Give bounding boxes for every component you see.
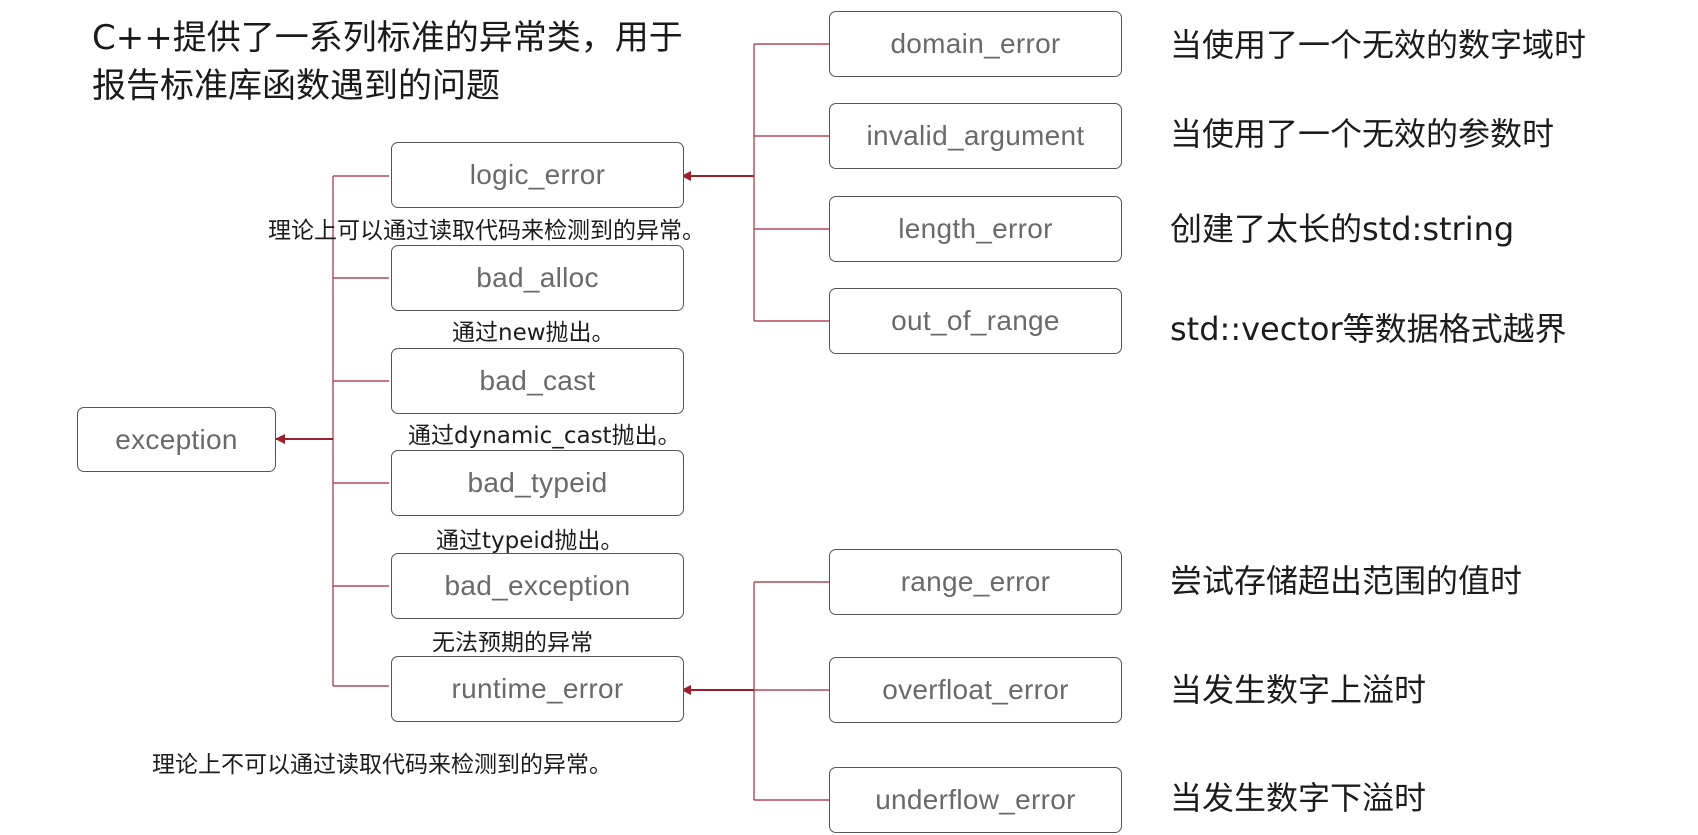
title-line-1: C++提供了一系列标准的异常类，用于 <box>92 18 683 58</box>
length-error-label: length_error <box>898 213 1053 244</box>
bad-alloc-label: bad_alloc <box>476 262 599 293</box>
bad-exception-label: bad_exception <box>444 570 631 601</box>
bad-exception-box: bad_exception <box>391 553 684 619</box>
range-error-label: range_error <box>900 566 1051 597</box>
overfloat-error-box: overfloat_error <box>829 657 1122 723</box>
logic-error-label: logic_error <box>469 159 606 190</box>
page-title: C++提供了一系列标准的异常类，用于 报告标准库函数遇到的问题 <box>92 14 683 110</box>
out-of-range-desc: std::vector等数据格式越界 <box>1170 310 1567 348</box>
runtime-error-box: runtime_error <box>391 656 684 722</box>
invalid-argument-label: invalid_argument <box>866 120 1085 151</box>
bad-cast-label: bad_cast <box>479 365 596 396</box>
length-error-desc: 创建了太长的std:string <box>1170 210 1515 248</box>
underflow-error-box: underflow_error <box>829 767 1122 833</box>
invalid-argument-box: invalid_argument <box>829 103 1122 169</box>
exception-label: exception <box>115 423 238 455</box>
bad-exception-note: 无法预期的异常 <box>432 630 593 656</box>
bad-typeid-box: bad_typeid <box>391 450 684 516</box>
domain-error-box: domain_error <box>829 11 1122 77</box>
domain-error-desc: 当使用了一个无效的数字域时 <box>1170 26 1587 64</box>
invalid-argument-desc: 当使用了一个无效的参数时 <box>1170 115 1555 153</box>
underflow-error-label: underflow_error <box>875 784 1076 815</box>
range-error-desc: 尝试存储超出范围的值时 <box>1170 562 1523 600</box>
out-of-range-box: out_of_range <box>829 288 1122 354</box>
out-of-range-label: out_of_range <box>891 305 1060 336</box>
domain-error-label: domain_error <box>890 28 1061 59</box>
title-line-2: 报告标准库函数遇到的问题 <box>92 66 500 106</box>
runtime-error-note: 理论上不可以通过读取代码来检测到的异常。 <box>152 752 612 778</box>
bad-typeid-label: bad_typeid <box>467 467 608 498</box>
length-error-box: length_error <box>829 196 1122 262</box>
range-error-box: range_error <box>829 549 1122 615</box>
logic-error-box: logic_error <box>391 142 684 208</box>
overfloat-error-desc: 当发生数字上溢时 <box>1170 671 1427 709</box>
runtime-error-label: runtime_error <box>451 673 624 704</box>
overfloat-error-label: overfloat_error <box>882 674 1069 705</box>
underflow-error-desc: 当发生数字下溢时 <box>1170 779 1427 817</box>
logic-error-note: 理论上可以通过读取代码来检测到的异常。 <box>268 218 705 244</box>
bad-alloc-note: 通过new抛出。 <box>452 320 615 346</box>
bad-typeid-note: 通过typeid抛出。 <box>436 528 624 554</box>
bad-cast-box: bad_cast <box>391 348 684 414</box>
bad-cast-note: 通过dynamic_cast抛出。 <box>408 423 681 449</box>
bad-alloc-box: bad_alloc <box>391 245 684 311</box>
exception-box: exception <box>77 407 276 472</box>
